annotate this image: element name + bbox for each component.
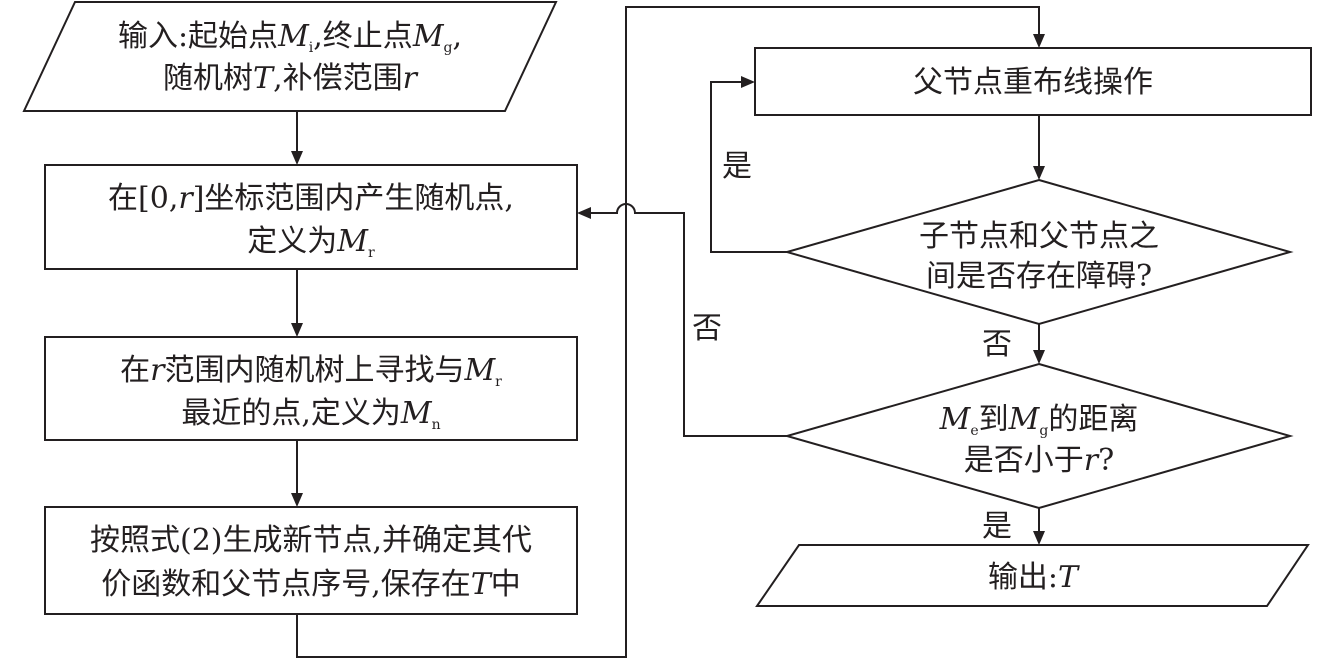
random-point-box (44, 164, 578, 270)
input-text-line2: 随机树T,补偿范围r (163, 61, 419, 96)
random-point-text-line1: 在[0,r]坐标范围内产生随机点, (108, 181, 514, 216)
output-text: 输出:T (988, 560, 1080, 595)
edge-label-distance-no: 否 (692, 311, 722, 346)
arrow-distance-no-loop (591, 203, 787, 437)
arrowhead (1033, 34, 1045, 48)
obstacle-text-line1: 子节点和父节点之 (919, 219, 1159, 254)
nearest-text-line2: 最近的点,定义为Mn (181, 396, 440, 433)
arrowhead (1033, 531, 1045, 545)
distance-text-line1: Me到Mg的距离 (939, 402, 1139, 439)
input-parallelogram (22, 1, 558, 112)
arrowhead (577, 207, 591, 219)
arrowhead (291, 493, 303, 507)
arrowhead (1033, 350, 1045, 364)
nearest-text-line1: 在r范围内随机树上寻找与Mr (120, 353, 502, 390)
distance-text-line2: 是否小于r? (964, 443, 1114, 478)
edge-label-distance-yes: 是 (982, 509, 1012, 544)
arrowhead (1033, 166, 1045, 180)
rewire-text: 父节点重布线操作 (913, 65, 1153, 100)
arrowhead (291, 323, 303, 337)
output-parallelogram (755, 544, 1310, 607)
edge-label-obstacle-no: 否 (982, 327, 1012, 362)
new-node-box (44, 506, 578, 615)
nearest-point-box (44, 336, 578, 441)
new-node-text-line2: 价函数和父节点序号,保存在T中 (101, 567, 521, 602)
arrowhead (741, 76, 755, 88)
random-point-text-line2: 定义为Mr (247, 224, 375, 261)
input-text-line1: 输入:起始点Mi,终止点Mg, (118, 19, 462, 56)
arrow-new-node-to-rewire (296, 6, 1040, 658)
arrowhead (291, 151, 303, 165)
edge-label-obstacle-yes: 是 (722, 149, 752, 184)
new-node-text-line1: 按照式(2)生成新节点,并确定其代 (90, 523, 532, 558)
arrow-obstacle-yes-loop (710, 81, 787, 253)
obstacle-text-line2: 间是否存在障碍? (926, 259, 1152, 294)
rewire-box (754, 47, 1312, 116)
